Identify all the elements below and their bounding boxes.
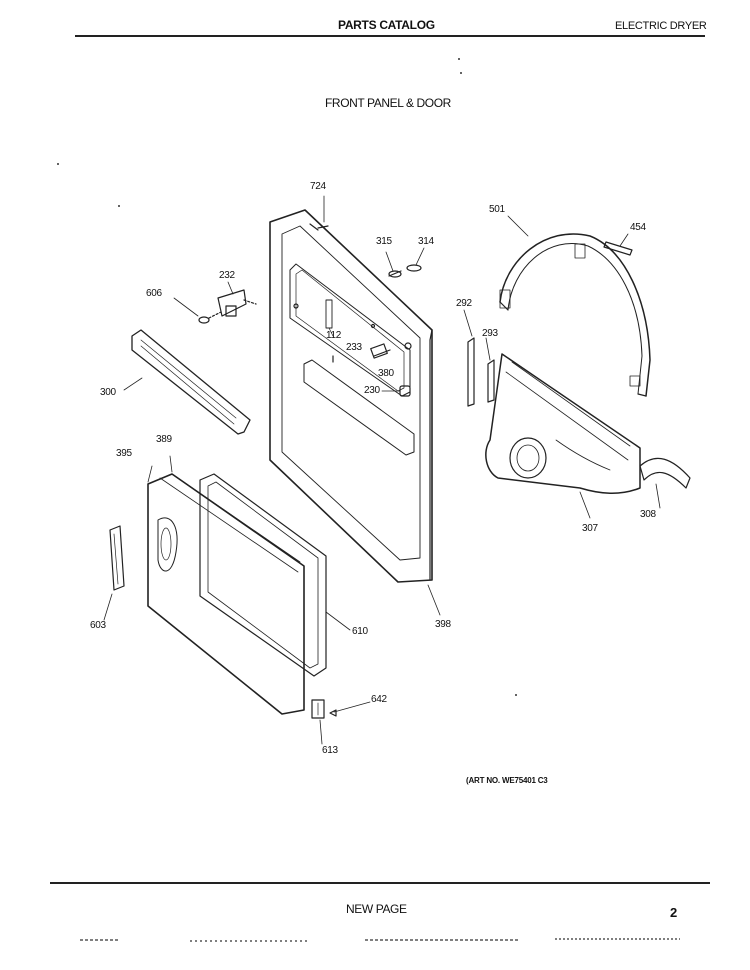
- callout-315: 315: [376, 236, 392, 247]
- section-title: FRONT PANEL & DOOR: [325, 96, 451, 110]
- callout-230: 230: [364, 385, 380, 396]
- part-603-handle: [103, 525, 125, 621]
- speck: [458, 58, 460, 60]
- callout-292: 292: [456, 298, 472, 309]
- speck: [57, 163, 59, 165]
- callout-454: 454: [630, 222, 646, 233]
- speck: [515, 694, 517, 696]
- page-number: 2: [670, 905, 678, 920]
- part-internal-small: [325, 299, 411, 397]
- callout-308: 308: [640, 509, 656, 520]
- product-name: ELECTRIC DRYER: [615, 20, 707, 32]
- part-315-314: [385, 247, 425, 278]
- part-232-606: [173, 281, 257, 324]
- callout-293: 293: [482, 328, 498, 339]
- part-501-bracket: [499, 215, 651, 397]
- callout-398: 398: [435, 619, 451, 630]
- callout-395: 395: [116, 448, 132, 459]
- part-292-293: [463, 309, 495, 407]
- callout-610: 610: [352, 626, 368, 637]
- speck: [460, 72, 462, 74]
- callout-606: 606: [146, 288, 162, 299]
- door-assembly: [147, 455, 351, 715]
- footer-rule: [50, 882, 710, 884]
- callout-232: 232: [219, 270, 235, 281]
- callout-380: 380: [378, 368, 394, 379]
- art-number: (ART NO. WE75401 C3: [466, 776, 548, 785]
- callout-724: 724: [310, 181, 326, 192]
- part-613-hinge: [311, 699, 371, 745]
- header-rule: [75, 35, 705, 37]
- footer-label: NEW PAGE: [346, 902, 407, 916]
- callout-307: 307: [582, 523, 598, 534]
- speck: [118, 205, 120, 207]
- callout-613: 613: [322, 745, 338, 756]
- callout-314: 314: [418, 236, 434, 247]
- part-308-duct: [639, 457, 691, 509]
- callout-300: 300: [100, 387, 116, 398]
- part-454-clip: [603, 233, 633, 256]
- callout-389: 389: [156, 434, 172, 445]
- part-307-bulkhead: [485, 353, 641, 519]
- front-panel: [269, 209, 433, 583]
- part-300-trim: [123, 329, 251, 435]
- callout-603: 603: [90, 620, 106, 631]
- callout-501: 501: [489, 204, 505, 215]
- callout-112: 112: [326, 330, 342, 341]
- catalog-title: PARTS CATALOG: [338, 18, 435, 32]
- illegible-footer-text: [80, 938, 680, 942]
- callout-642: 642: [371, 694, 387, 705]
- callout-233: 233: [346, 342, 362, 353]
